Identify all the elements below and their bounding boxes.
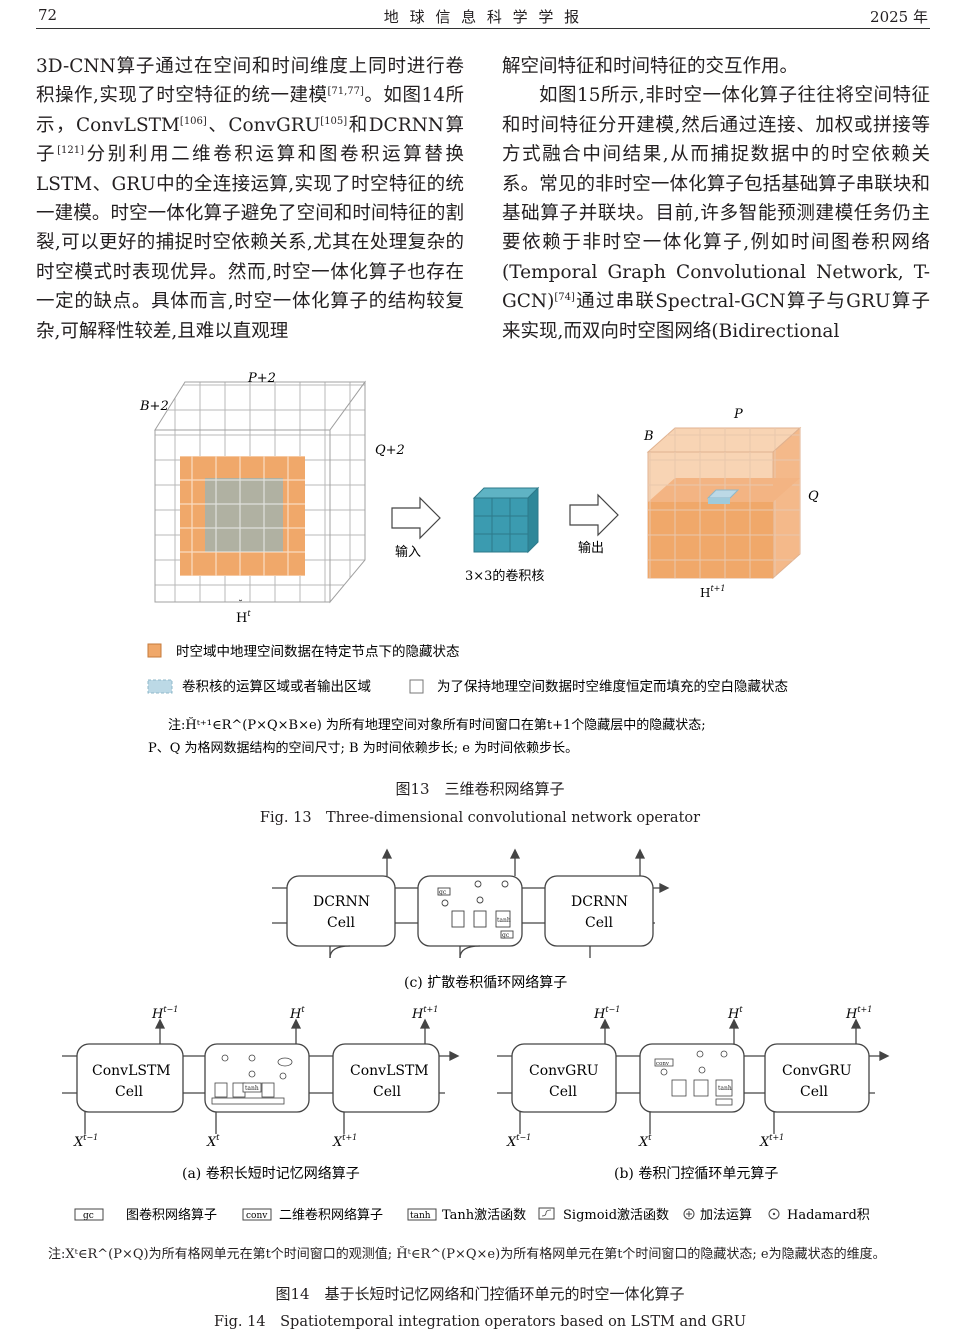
- label-kernel: 3×3的卷积核: [465, 568, 544, 584]
- legend-tanh-box: [407, 1208, 437, 1221]
- legend-gc-box: [74, 1208, 104, 1221]
- citation: [74]: [554, 292, 575, 304]
- left-column: 3D-CNN算子通过在空间和时间维度上同时进行卷积操作,实现了时空特征的统一建模…: [36, 52, 464, 346]
- legend-orange: 时空域中地理空间数据在特定节点下的隐藏状态: [176, 644, 460, 660]
- legend-gc: 图卷积网络算子: [126, 1207, 217, 1223]
- h-tp1-a: Ht+1: [411, 1005, 438, 1022]
- convgru-cell-1-line1: ConvGRU: [529, 1063, 599, 1079]
- convlstm-cell-3-line1: ConvLSTM: [350, 1063, 429, 1079]
- convgru-cell-1-line2: Cell: [549, 1084, 577, 1100]
- label-htp1: Ht+1: [700, 584, 725, 600]
- label-b2: B+2: [139, 399, 169, 414]
- citation: [71,77]: [327, 86, 364, 98]
- citation: [105]: [320, 115, 348, 127]
- page-number: 72: [38, 6, 58, 24]
- dcrnn-inner: gc tanh gc: [437, 880, 514, 939]
- label-q: Q: [808, 489, 819, 504]
- convgru-cell-3-line1: ConvGRU: [782, 1063, 852, 1079]
- h-tm1-a: Ht−1: [151, 1005, 178, 1022]
- breve-mark: ˘: [238, 600, 243, 611]
- svg-text:conv: conv: [656, 1061, 670, 1067]
- sigmoid-icon: [538, 1207, 555, 1220]
- caption-a: (a) 卷积长短时记忆网络算子: [182, 1166, 360, 1182]
- label-p2: P+2: [247, 371, 276, 386]
- legend-tanh-box-text: tanh: [410, 1211, 431, 1221]
- caption-b: (b) 卷积门控循环单元算子: [614, 1166, 778, 1182]
- convlstm-cell-1-line2: Cell: [115, 1084, 143, 1100]
- convlstm-cell-3-line2: Cell: [373, 1084, 401, 1100]
- legend-had: Hadamard积: [787, 1208, 870, 1223]
- padded-cube: [154, 380, 366, 604]
- figure-13-diagram: P+2 B+2 Q+2 Ht ˘ 输入 3×3的卷积核 输出 P B Q Ht+…: [139, 371, 819, 756]
- legend-orange-swatch: [147, 643, 162, 658]
- paragraph: 3D-CNN算子通过在空间和时间维度上同时进行卷积操作,实现了时空特征的统一建模…: [36, 56, 464, 342]
- svg-text:tanh: tanh: [245, 1085, 259, 1092]
- arrow-output: [569, 493, 619, 537]
- legend-gc-box-text: gc: [83, 1211, 94, 1221]
- x-tp1-b: Xt+1: [759, 1133, 784, 1150]
- x-tm1-b: Xt−1: [506, 1133, 531, 1150]
- label-ht: Ht: [236, 609, 251, 626]
- kernel-cube: [472, 486, 540, 554]
- svg-text:gc: gc: [502, 932, 510, 939]
- x-tp1-a: Xt+1: [332, 1133, 357, 1150]
- legend-white-swatch: [409, 679, 424, 694]
- legend-add: 加法运算: [700, 1208, 752, 1223]
- svg-text:gc: gc: [439, 889, 447, 896]
- fig14-caption-en: Fig. 14 Spatiotemporal integration opera…: [213, 1314, 747, 1330]
- h-tp1-b: Ht+1: [845, 1005, 872, 1022]
- dcrnn-cell-3-line2: Cell: [585, 915, 613, 931]
- svg-text:tanh: tanh: [718, 1085, 732, 1092]
- fig14-caption-cn: 图14 基于长短时记忆网络和门控循环单元的时空一体化算子: [275, 1285, 685, 1303]
- paragraph: 解空间特征和时间特征的交互作用。: [502, 56, 799, 77]
- label-output: 输出: [578, 540, 604, 556]
- dcrnn-cell-1-line2: Cell: [327, 915, 355, 931]
- journal-title: 地 球 信 息 科 学 学 报: [383, 8, 583, 26]
- right-column: 解空间特征和时间特征的交互作用。 如图15所示,非时空一体化算子往往将空间特征和…: [502, 52, 930, 346]
- paragraph: 如图15所示,非时空一体化算子往往将空间特征和时间特征分开建模,然后通过连接、加…: [502, 85, 930, 342]
- legend-sig: Sigmoid激活函数: [563, 1208, 669, 1223]
- running-header: 72 地 球 信 息 科 学 学 报 2025 年: [36, 4, 930, 29]
- h-tm1-b: Ht−1: [593, 1005, 620, 1022]
- fig13-caption-en: Fig. 13 Three-dimensional convolutional …: [259, 810, 701, 826]
- arrow-input: [391, 496, 441, 540]
- fig14-note: 注:Xᵗ∈R^(P×Q)为所有格网单元在第t个时间窗口的观测值; H̆ᵗ∈R^(…: [48, 1247, 886, 1262]
- legend-blue-swatch: [147, 679, 173, 694]
- label-b: B: [643, 429, 654, 444]
- figure-14-diagram: gc tanh gc DCRNN Cell DCRNN Cell (c) 扩散卷…: [62, 848, 890, 1223]
- legend-blue: 卷积核的运算区域或者输出区域: [182, 679, 371, 695]
- x-t-a: Xt: [206, 1133, 220, 1150]
- label-p: P: [733, 407, 743, 422]
- label-q2: Q+2: [375, 443, 405, 458]
- dcrnn-cell-1-line1: DCRNN: [313, 894, 370, 910]
- output-cube: [646, 426, 802, 580]
- label-input: 输入: [395, 544, 421, 560]
- h-t-b: Ht: [727, 1005, 743, 1022]
- citation: [106]: [179, 115, 207, 127]
- dcrnn-cell-3-line1: DCRNN: [571, 894, 628, 910]
- caption-c: (c) 扩散卷积循环网络算子: [404, 975, 567, 991]
- legend-conv: 二维卷积网络算子: [279, 1207, 383, 1223]
- legend-conv-box: [242, 1208, 272, 1221]
- fig13-caption-cn: 图13 三维卷积网络算子: [395, 780, 565, 798]
- year: 2025 年: [870, 8, 928, 26]
- convgru-cell-3-line2: Cell: [800, 1084, 828, 1100]
- svg-text:tanh: tanh: [497, 917, 511, 924]
- x-t-b: Xt: [638, 1133, 652, 1150]
- h-t-a: Ht: [289, 1005, 305, 1022]
- x-tm1-a: Xt−1: [73, 1133, 98, 1150]
- citation: [121]: [57, 145, 85, 157]
- convlstm-cell-1-line1: ConvLSTM: [92, 1063, 171, 1079]
- convlstm-inner: tanh: [211, 1054, 293, 1105]
- fig13-note-1: 注:H̆ᵗ⁺¹∈R^(P×Q×B×e) 为所有地理空间对象所有时间窗口在第t+1…: [168, 717, 706, 733]
- legend-white: 为了保持地理空间数据时空维度恒定而填充的空白隐藏状态: [437, 679, 788, 695]
- fig13-note-2: P、Q 为格网数据结构的空间尺寸; B 为时间依赖步长; e 为时间依赖步长。: [148, 740, 578, 756]
- legend-conv-box-text: conv: [246, 1211, 268, 1221]
- convgru-inner: conv tanh: [654, 1050, 733, 1106]
- legend-tanh: Tanh激活函数: [442, 1208, 526, 1223]
